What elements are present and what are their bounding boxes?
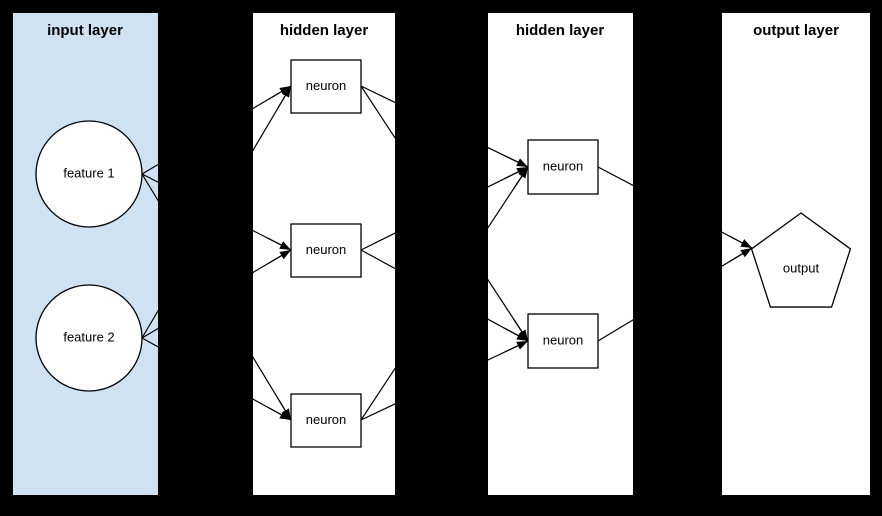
node-label-hidden-2-neuron-2: neuron — [543, 332, 583, 347]
node-hidden-1-neuron-2[interactable] — [290, 223, 362, 278]
arrowhead-hidden-1-neuron-2-to-hidden-2-neuron-2 — [516, 332, 528, 341]
arrowhead-hidden-1-neuron-3-to-hidden-2-neuron-2 — [516, 341, 528, 350]
gap-bottom-margin — [0, 495, 882, 516]
arrowhead-hidden-2-neuron-1-to-output-node — [740, 239, 752, 248]
gap-right-margin — [870, 0, 882, 516]
node-feature-1[interactable] — [35, 120, 143, 228]
node-label-hidden-2-neuron-1: neuron — [543, 158, 583, 173]
layer-titles: input layer hidden layer hidden layer outpu… — [47, 22, 839, 39]
node-hidden-2-neuron-2[interactable] — [527, 313, 599, 369]
node-hidden-2-neuron-1[interactable] — [527, 139, 599, 195]
node-label-hidden-1-neuron-3: neuron — [306, 412, 346, 427]
layer-nodes: feature 1 feature 2 neuron neuron neuron neur… — [35, 59, 852, 448]
panel-hidden-layer-2 — [488, 13, 633, 495]
node-label-feature-2: feature 2 — [63, 329, 114, 344]
gap-top-margin — [0, 0, 882, 13]
gap-hidden2-output — [633, 0, 722, 516]
arrowhead-feature-1-to-hidden-1-neuron-2 — [279, 241, 291, 250]
edge-arrowheads — [267, 85, 753, 421]
arrowhead-feature-2-to-hidden-1-neuron-1 — [281, 86, 291, 98]
layer-title-hidden-layer-1: hidden layer — [280, 22, 369, 39]
arrowhead-feature-2-to-hidden-1-neuron-2 — [279, 250, 291, 260]
arrowhead-feature-1-to-hidden-1-neuron-3 — [281, 408, 291, 420]
gap-input-hidden1 — [158, 0, 253, 516]
layer-title-hidden-layer-2: hidden layer — [516, 22, 605, 39]
arrowhead-feature-1-to-hidden-1-neuron-1 — [279, 86, 291, 96]
node-feature-2[interactable] — [35, 284, 143, 392]
arrowhead-hidden-1-neuron-1-to-hidden-2-neuron-1 — [516, 158, 528, 167]
node-label-output-node: output — [783, 260, 820, 275]
node-hidden-1-neuron-1[interactable] — [290, 59, 362, 114]
node-hidden-1-neuron-3[interactable] — [290, 393, 362, 448]
gap-hidden1-hidden2 — [395, 0, 488, 516]
arrowhead-hidden-1-neuron-1-to-hidden-2-neuron-2 — [518, 329, 528, 341]
node-label-feature-1: feature 1 — [63, 165, 114, 180]
arrowhead-feature-2-to-hidden-1-neuron-3 — [279, 411, 291, 420]
layer-title-input-layer: input layer — [47, 22, 123, 39]
gap-left-margin — [0, 0, 13, 516]
arrowhead-hidden-1-neuron-3-to-hidden-2-neuron-1 — [518, 167, 528, 179]
layer-title-output-layer: output layer — [753, 22, 839, 39]
node-label-hidden-1-neuron-1: neuron — [306, 78, 346, 93]
panel-input-layer — [13, 13, 158, 495]
arrowhead-hidden-2-neuron-2-to-output-node — [740, 248, 752, 258]
node-output-node[interactable] — [750, 212, 852, 308]
node-label-hidden-1-neuron-2: neuron — [306, 242, 346, 257]
